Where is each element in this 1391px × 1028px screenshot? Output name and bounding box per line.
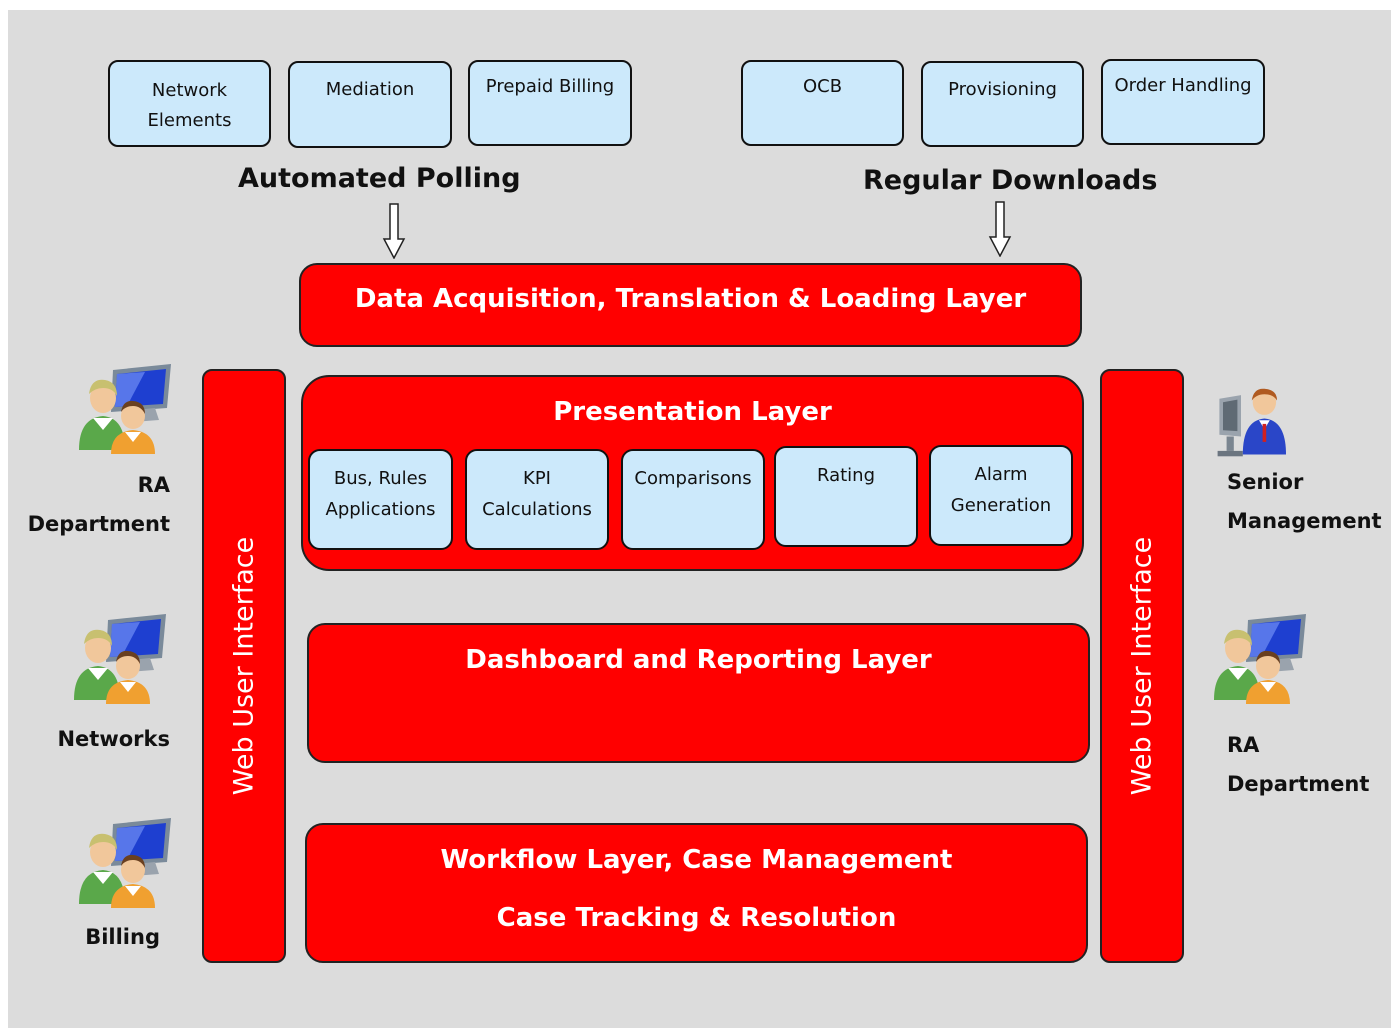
down-arrow-icon [988,201,1012,257]
module-alarm-generation: Alarm Generation [929,445,1073,546]
source-prepaid-billing: Prepaid Billing [468,60,632,146]
down-arrow-icon [382,203,406,259]
web-user-interface-right-label: Web User Interface [1126,536,1158,796]
workflow-layer-title: Workflow Layer, Case Management [440,845,953,875]
presentation-layer-title: Presentation Layer [553,397,832,427]
regular-downloads-label: Regular Downloads [863,165,1158,196]
workflow-layer-subtitle: Case Tracking & Resolution [496,903,897,933]
source-mediation: Mediation [288,61,452,148]
data-acquisition-layer: Data Acquisition, Translation & Loading … [299,263,1082,347]
user-label-ra-department-right: RA Department [1227,733,1370,796]
module-kpi-calculations: KPI Calculations [465,449,609,550]
user-label-ra-department-left: RA Department [27,473,170,536]
data-acquisition-layer-title: Data Acquisition, Translation & Loading … [354,284,1027,314]
user-pair-computer-icon [75,364,175,454]
source-network-elements: Network Elements [108,60,271,147]
user-pair-computer-icon [75,818,175,908]
module-bus-rules: Bus, Rules Applications [308,449,453,550]
source-order-handling: Order Handling [1101,59,1265,145]
user-label-senior-management: Senior Management [1227,470,1382,533]
web-user-interface-right: Web User Interface [1100,369,1184,963]
source-ocb: OCB [741,60,904,146]
dashboard-reporting-layer: Dashboard and Reporting Layer [307,623,1090,763]
web-user-interface-left: Web User Interface [202,369,286,963]
module-comparisons: Comparisons [621,449,765,550]
executive-computer-icon [1214,382,1304,464]
module-rating: Rating [774,446,918,547]
source-provisioning: Provisioning [921,61,1084,147]
user-label-billing: Billing [85,925,160,949]
workflow-layer: Workflow Layer, Case Management Case Tra… [305,823,1088,963]
web-user-interface-left-label: Web User Interface [228,536,260,796]
dashboard-reporting-layer-title: Dashboard and Reporting Layer [465,645,932,675]
user-label-networks: Networks [57,727,170,751]
automated-polling-label: Automated Polling [238,163,521,194]
user-pair-computer-icon [1210,614,1310,704]
user-pair-computer-icon [70,614,170,704]
